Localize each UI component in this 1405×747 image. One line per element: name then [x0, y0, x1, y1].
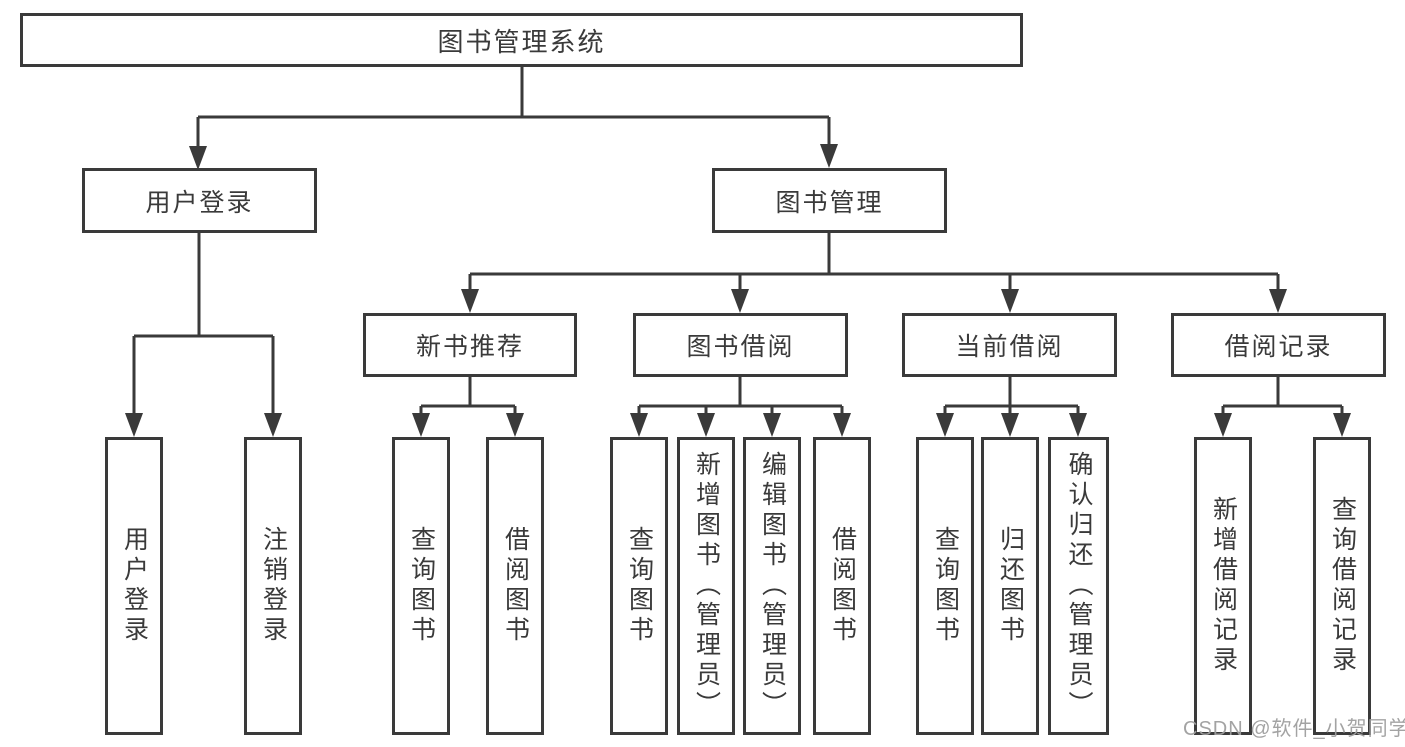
leaf-add-borrow-record: 新增借阅记录 [1194, 437, 1252, 735]
leaf-borrow-books: 借阅图书 [813, 437, 871, 735]
node-label: 归还图书 [996, 526, 1025, 646]
node-label: 确认归还（管理员） [1065, 451, 1093, 721]
node-user-login: 用户登录 [82, 168, 317, 233]
node-label: 用户登录 [145, 188, 254, 217]
node-label: 当前借阅 [955, 333, 1064, 361]
node-library-management-system: 图书管理系统 [20, 13, 1023, 67]
leaf-logout: 注销登录 [244, 437, 302, 735]
node-label: 注销登录 [259, 526, 288, 646]
node-label: 图书借阅 [686, 333, 795, 361]
node-label: 借阅记录 [1224, 333, 1333, 361]
leaf-query-borrow-record: 查询借阅记录 [1313, 437, 1371, 735]
node-label: 新增借阅记录 [1209, 496, 1238, 676]
node-borrow-record: 借阅记录 [1171, 313, 1386, 377]
node-new-book-recommend: 新书推荐 [363, 313, 577, 377]
leaf-query-books-borrow: 查询图书 [610, 437, 668, 735]
connector-current-borrow-to-leaves [936, 377, 1087, 437]
node-book-management: 图书管理 [712, 168, 947, 233]
leaf-return-books: 归还图书 [981, 437, 1039, 735]
leaf-confirm-return-admin: 确认归还（管理员） [1048, 437, 1109, 735]
node-label: 查询借阅记录 [1328, 496, 1357, 676]
node-book-borrow: 图书借阅 [633, 313, 848, 377]
node-label: 编辑图书（管理员） [758, 451, 787, 721]
leaf-add-books-admin: 新增图书（管理员） [677, 437, 735, 735]
node-label: 新书推荐 [415, 333, 524, 361]
connector-user-login-to-leaves [125, 233, 282, 437]
connector-book-management-to-level3 [461, 233, 1287, 313]
node-label: 借阅图书 [501, 526, 530, 646]
node-label: 借阅图书 [828, 526, 857, 646]
connector-book-borrow-to-leaves [630, 377, 851, 437]
connector-root-to-level2 [189, 66, 838, 170]
leaf-user-login: 用户登录 [105, 437, 163, 735]
leaf-query-books-recommend: 查询图书 [392, 437, 450, 735]
leaf-query-books-current: 查询图书 [916, 437, 974, 735]
connector-borrow-record-to-leaves [1214, 377, 1351, 437]
node-label: 查询图书 [407, 526, 436, 646]
leaf-borrow-books-recommend: 借阅图书 [486, 437, 544, 735]
csdn-watermark: CSDN @软件_小贺同学 [1183, 718, 1405, 740]
leaf-edit-books-admin: 编辑图书（管理员） [743, 437, 801, 735]
node-current-borrow: 当前借阅 [902, 313, 1117, 377]
node-label: 查询图书 [931, 526, 960, 646]
connector-new-book-recommend-to-leaves [412, 377, 524, 437]
node-label: 图书管理系统 [437, 26, 606, 57]
node-label: 查询图书 [625, 526, 654, 646]
node-label: 用户登录 [120, 526, 149, 646]
node-label: 图书管理 [775, 188, 884, 217]
node-label: 新增图书（管理员） [692, 451, 721, 721]
